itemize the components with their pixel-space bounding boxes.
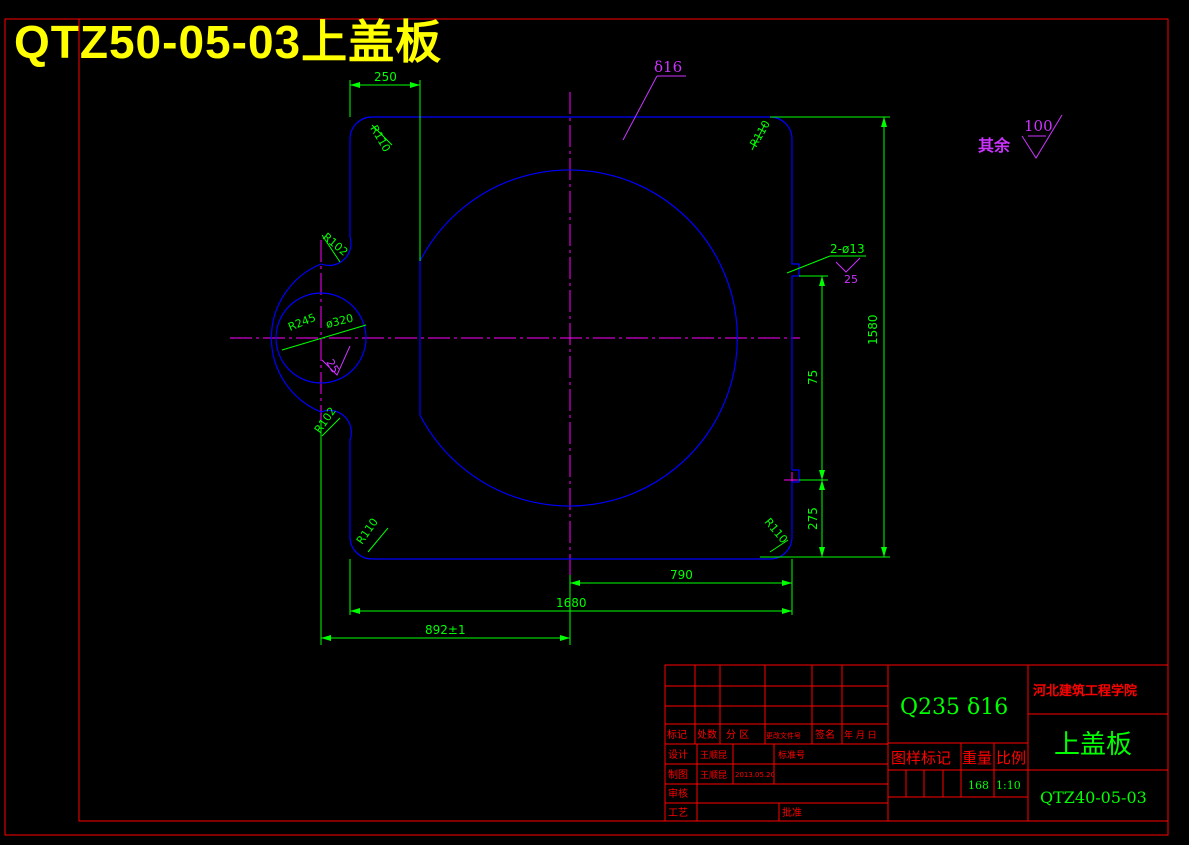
tb-draft-name: 王顺昆 [700,770,727,781]
roughness-symbol [1021,114,1063,159]
tb-sample-mark: 图样标记 [891,749,951,767]
tb-material: Q235 δ16 [900,695,1008,720]
hole-label: 2-ø13 [830,242,865,256]
tb-drawing-no: QTZ40-05-03 [1040,788,1147,807]
tb-scale-value: 1:10 [996,779,1021,792]
tb-standard-label: 标准号 [778,749,805,761]
tb-change-doc: 更改文件号 [766,731,801,740]
tb-review-label: 审核 [668,787,688,800]
sheet-border [4,18,1169,836]
drawing-title: QTZ50-05-03上盖板 [14,16,443,68]
tb-weight-value: 168 [968,779,989,792]
hole-roughness: 25 [844,273,858,286]
tb-sign: 签名 [815,728,835,741]
dim-892: 892±1 [425,623,466,637]
thickness-label: δ16 [654,58,682,76]
dim-275: 275 [806,507,820,530]
tb-weight: 重量 [962,749,992,767]
center-hole-roughness: 25 [323,357,341,376]
roughness-value: 100 [1024,117,1053,135]
dim-1680: 1680 [556,596,587,610]
tb-school: 河北建筑工程学院 [1033,683,1137,699]
tb-approve-label: 批准 [782,806,802,819]
tb-design-name: 王顺昆 [700,750,727,761]
radius-top-right: R110 [747,118,773,149]
tb-zone: 分 区 [726,729,749,741]
thickness-annotation: δ16 [622,58,686,141]
radius-outer-arc: R245 [286,311,317,334]
tb-count: 处数 [697,728,717,741]
dim-1580: 1580 [866,314,880,345]
dim-75: 75 [806,370,820,385]
dimension-lines [281,80,890,645]
radius-top-left: R110 [367,123,393,154]
plate-outline [270,116,800,560]
tb-process-label: 工艺 [668,807,688,819]
tb-mark: 标记 [667,729,687,741]
dim-790: 790 [670,568,693,582]
centerlines [230,92,800,575]
hole-roughness-symbol [835,257,861,273]
dim-250: 250 [374,70,397,84]
tb-date: 年 月 日 [844,729,877,741]
tb-draft-label: 制图 [668,768,688,781]
roughness-label: 其余 [978,136,1011,155]
center-roughness-symbol [321,345,351,376]
tb-design-label: 设计 [668,748,688,761]
dimension-arrows [321,82,887,641]
tb-scale: 比例 [996,749,1026,767]
center-hole-diameter: ø320 [325,312,355,331]
title-block [664,664,1169,822]
tb-part-name: 上盖板 [1054,730,1132,760]
tb-draft-date: 2013.05.20 [735,771,775,779]
